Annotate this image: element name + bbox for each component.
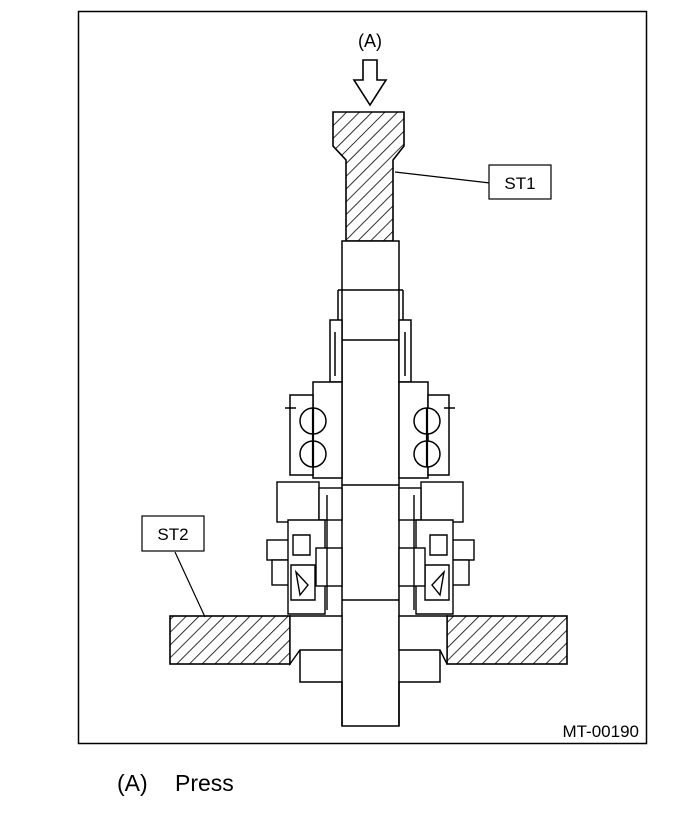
gear-assembly-left bbox=[266, 481, 343, 615]
legend-caption: (A) Press bbox=[117, 770, 234, 797]
st1-leader-line bbox=[394, 171, 491, 184]
st1-callout-box bbox=[488, 164, 552, 200]
figure-id: MT-00190 bbox=[562, 722, 639, 741]
st1-callout-label: ST1 bbox=[504, 174, 535, 193]
st2-base-plate bbox=[169, 615, 568, 667]
press-arrow-icon bbox=[352, 59, 388, 107]
ball-bearing-left bbox=[285, 381, 343, 479]
main-shaft bbox=[299, 240, 441, 727]
gear-assembly-right bbox=[398, 481, 475, 615]
legend-text: Press bbox=[175, 770, 234, 796]
legend-key: (A) bbox=[117, 770, 148, 796]
st2-callout-box bbox=[141, 515, 205, 552]
st2-leader-line bbox=[174, 551, 206, 618]
ball-bearing-right bbox=[398, 381, 455, 479]
st2-callout-label: ST2 bbox=[157, 525, 188, 544]
press-arrow-label: (A) bbox=[358, 31, 382, 51]
